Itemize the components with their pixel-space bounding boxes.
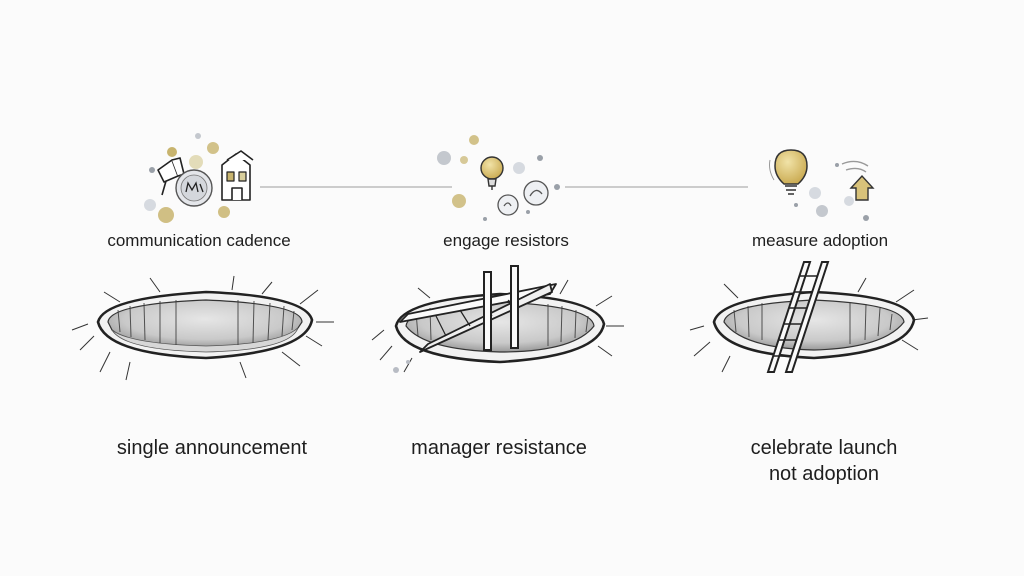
practice-label-2: engage resistors [443, 231, 569, 250]
pitfall-label-1-line-1: single announcement [116, 437, 308, 459]
ladder [766, 261, 830, 373]
pitfall-label-1: single announcement [62, 435, 362, 461]
house-arrow-icon [841, 160, 875, 201]
pit-single-announcement [71, 275, 334, 381]
pitfall-label-2: manager resistance [349, 435, 649, 461]
practice-icons-2 [437, 135, 560, 221]
megaphone-icon [157, 157, 185, 196]
lightbulb-icon [769, 149, 808, 195]
practice-label-3: measure adoption [751, 231, 889, 250]
lightbulb-icon [480, 156, 504, 190]
pitfall-label-3: celebrate launch not adoption [674, 435, 974, 487]
pitfall-label-3-line-2: not adoption [768, 463, 880, 485]
pit-manager-resistance [371, 265, 624, 373]
pitfall-label-3-line-1: celebrate launch [750, 437, 898, 459]
compass-icon [175, 169, 213, 207]
building-icon [221, 150, 254, 201]
chat-bubble-icon [497, 180, 549, 216]
pitfall-label-2-line-1: manager resistance [411, 437, 587, 459]
practice-label-1: communication cadence [107, 231, 291, 250]
pit-celebrate-launch [689, 261, 929, 373]
practice-icons-1 [144, 133, 254, 223]
practice-icons-3 [769, 149, 875, 221]
